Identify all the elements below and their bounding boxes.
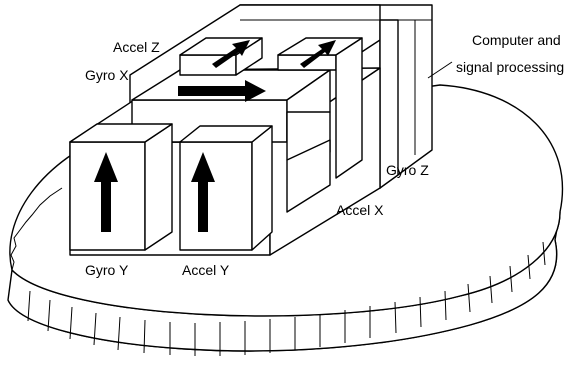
accel-z-block bbox=[179, 37, 263, 76]
label-accel-x: Accel X bbox=[336, 202, 384, 218]
label-computer-line2: signal processing bbox=[456, 59, 564, 75]
accel-y-block bbox=[179, 125, 273, 251]
gyro-x-arrow bbox=[178, 80, 266, 102]
label-gyro-y: Gyro Y bbox=[85, 262, 129, 278]
gyro-y-block bbox=[69, 123, 173, 251]
accel-x-block bbox=[286, 111, 331, 213]
gyro-z-arrow bbox=[300, 40, 336, 68]
gyro-z-block bbox=[277, 37, 363, 179]
platform-rim-ticks bbox=[27, 241, 546, 356]
label-accel-z: Accel Z bbox=[113, 39, 160, 55]
gyro-y-arrow bbox=[94, 152, 118, 232]
computer-leader-line bbox=[427, 61, 453, 79]
label-computer-line1: Computer and bbox=[472, 32, 561, 48]
accel-y-arrow bbox=[191, 152, 215, 232]
accel-z-arrow bbox=[212, 40, 250, 68]
label-accel-y: Accel Y bbox=[182, 262, 230, 278]
label-gyro-x: Gyro X bbox=[85, 67, 129, 83]
label-gyro-z: Gyro Z bbox=[386, 162, 429, 178]
platform-edge bbox=[10, 187, 63, 271]
